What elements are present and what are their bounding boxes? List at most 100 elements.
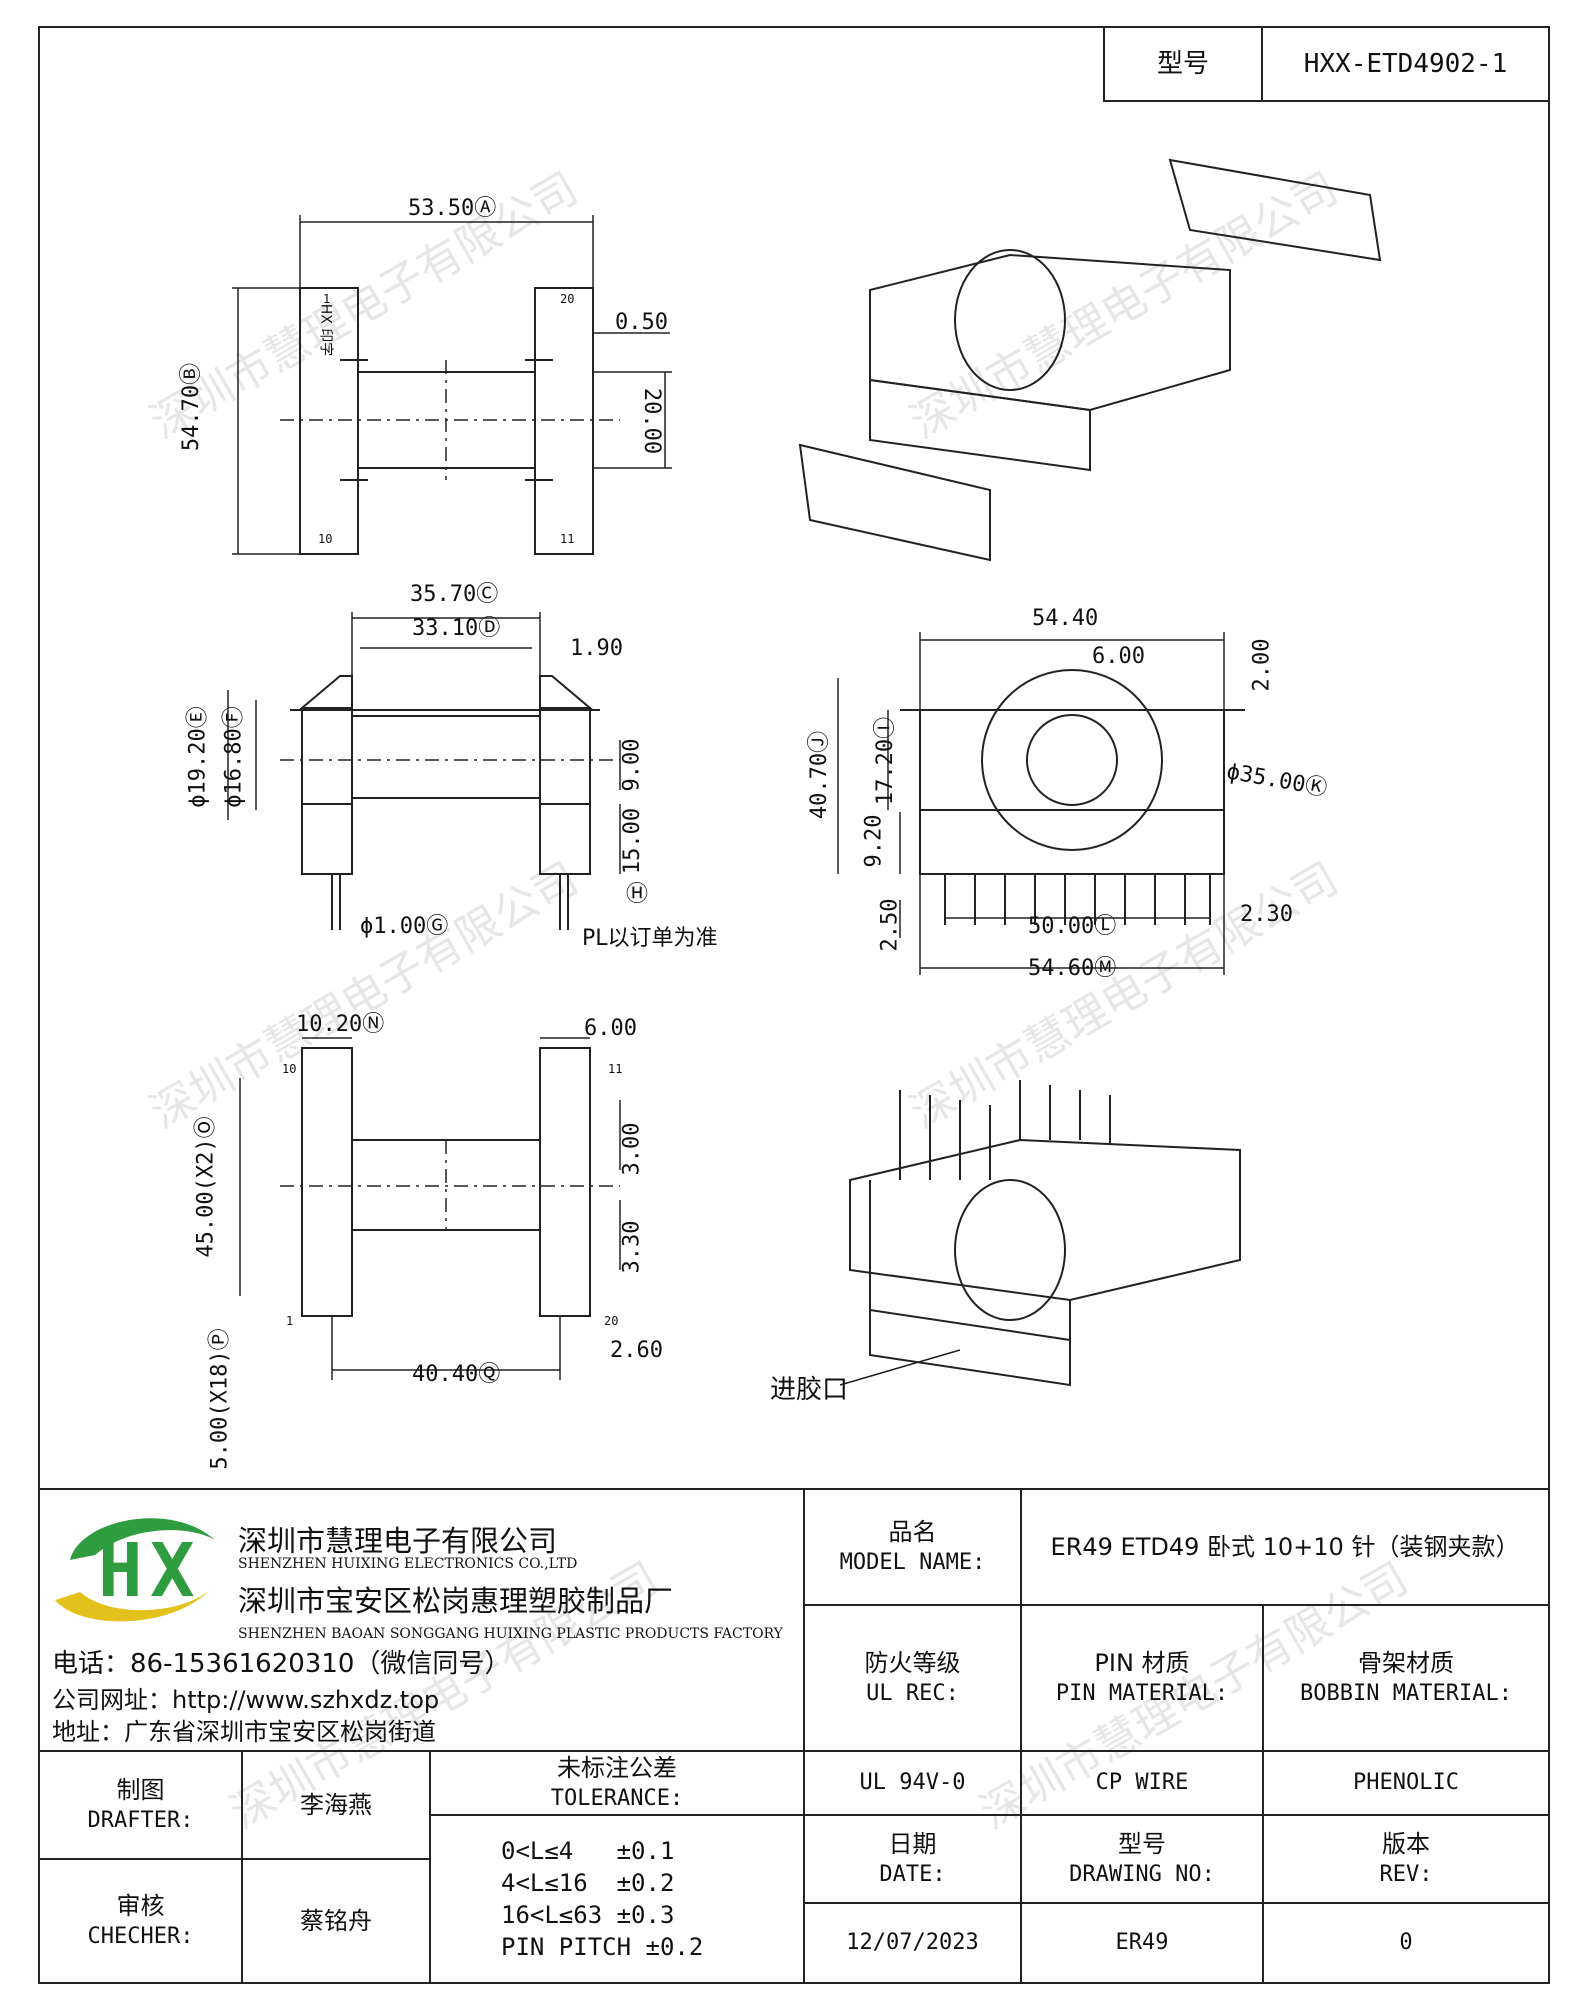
dim-n: 10.20Ⓝ bbox=[296, 1012, 385, 1037]
dim-9-20: 9.20 bbox=[861, 814, 887, 868]
dim-0-50: 0.50 bbox=[615, 310, 668, 335]
hx-logo-icon: H X bbox=[55, 1518, 215, 1622]
drafter-name-cell: 李海燕 bbox=[241, 1750, 431, 1860]
svg-text:X: X bbox=[150, 1528, 195, 1614]
tolerance-label-cell: 未标注公差 TOLERANCE: bbox=[429, 1750, 805, 1816]
dim-3-30: 3.30 bbox=[619, 1220, 645, 1274]
bobbin-material-value-cell: PHENOLIC bbox=[1262, 1750, 1550, 1816]
dim-6-00: 6.00 bbox=[1092, 644, 1145, 669]
factory-name-cn: 深圳市宝安区松岗惠理塑胶制品厂 bbox=[238, 1584, 674, 1618]
date-value-cell: 12/07/2023 bbox=[803, 1902, 1022, 1984]
company-website: 公司网址：http://www.szhxdz.top bbox=[52, 1686, 440, 1714]
rev-label-cell: 版本 REV: bbox=[1262, 1814, 1550, 1904]
dim-j: 40.70Ⓙ bbox=[807, 730, 833, 820]
company-logo: H X bbox=[50, 1500, 225, 1630]
dim-l: 50.00Ⓛ bbox=[1028, 914, 1117, 939]
tolerance-en: TOLERANCE: bbox=[550, 1786, 684, 1811]
dim-q: 40.40Ⓠ bbox=[412, 1362, 501, 1387]
company-name-en: SHENZHEN HUIXING ELECTRONICS CO.,LTD bbox=[238, 1556, 578, 1572]
dim-2-30: 2.30 bbox=[1240, 902, 1293, 927]
company-address: 地址：广东省深圳市宝安区松岗街道 bbox=[52, 1718, 436, 1746]
drawing-no-value-cell: ER49 bbox=[1020, 1902, 1264, 1984]
rev-value: 0 bbox=[1399, 1930, 1413, 1955]
bobbin-material-value: PHENOLIC bbox=[1353, 1770, 1459, 1795]
model-name-cn: 品名 bbox=[888, 1518, 937, 1546]
ul-value: UL 94V-0 bbox=[859, 1770, 966, 1795]
ul-cn: 防火等级 bbox=[864, 1649, 961, 1677]
dim-c: 35.70Ⓒ bbox=[410, 582, 499, 607]
drawing-no-en: DRAWING NO: bbox=[1069, 1862, 1215, 1887]
dim-1-90: 1.90 bbox=[570, 636, 623, 661]
svg-text:H: H bbox=[98, 1528, 143, 1614]
dim-h: Ⓗ bbox=[626, 882, 649, 907]
dim-m: 54.60Ⓜ bbox=[1028, 956, 1117, 981]
checker-name: 蔡铭舟 bbox=[300, 1907, 372, 1935]
drafter-cn: 制图 bbox=[116, 1776, 165, 1804]
pin-label-11: 11 bbox=[560, 532, 575, 546]
company-name-cn: 深圳市慧理电子有限公司 bbox=[238, 1524, 558, 1558]
pin-label-20: 20 bbox=[560, 292, 575, 306]
date-cn: 日期 bbox=[888, 1830, 937, 1858]
pin-material-value: CP WIRE bbox=[1095, 1770, 1189, 1795]
dim-e: ϕ19.20Ⓔ bbox=[185, 706, 211, 808]
checker-label-cell: 审核 CHECHER: bbox=[38, 1858, 243, 1984]
pin-label-1: 1 bbox=[323, 292, 331, 306]
rev-en: REV: bbox=[1379, 1862, 1433, 1887]
pin-label-10: 10 bbox=[318, 532, 333, 546]
company-phone: 电话：86-15361620310（微信同号） bbox=[52, 1649, 511, 1679]
model-name-label-cell: 品名 MODEL NAME: bbox=[803, 1488, 1022, 1606]
bobbin-material-label-cell: 骨架材质 BOBBIN MATERIAL: bbox=[1262, 1604, 1550, 1752]
side-pins bbox=[944, 874, 1211, 925]
technical-drawing bbox=[227, 158, 1382, 1387]
drawing-no-cn: 型号 bbox=[1118, 1830, 1166, 1858]
dim-p: 5.00(X18)Ⓟ bbox=[207, 1328, 233, 1470]
header-model-value-cell: HXX-ETD4902-1 bbox=[1261, 26, 1550, 102]
rev-cn: 版本 bbox=[1382, 1830, 1430, 1858]
checker-name-cell: 蔡铭舟 bbox=[241, 1858, 431, 1984]
dim-a: 53.50Ⓐ bbox=[408, 196, 497, 221]
injection-gate-note: 进胶口 bbox=[770, 1375, 849, 1405]
checker-cn: 审核 bbox=[116, 1892, 165, 1920]
dim-b: 54.70Ⓑ bbox=[179, 362, 205, 452]
top-view bbox=[232, 215, 672, 555]
dim-9-00: 9.00 bbox=[619, 738, 645, 792]
date-label-cell: 日期 DATE: bbox=[803, 1814, 1022, 1904]
rev-value-cell: 0 bbox=[1262, 1902, 1550, 1984]
pin-label-11b: 11 bbox=[608, 1062, 623, 1076]
header-model-value: HXX-ETD4902-1 bbox=[1303, 49, 1508, 79]
tolerance-line: 0<L≤4 ±0.1 bbox=[501, 1837, 675, 1865]
dim-2-50: 2.50 bbox=[877, 898, 903, 952]
iso-view-top bbox=[798, 158, 1382, 562]
ul-value-cell: UL 94V-0 bbox=[803, 1750, 1022, 1816]
tolerance-line: 16<L≤63 ±0.3 bbox=[501, 1901, 675, 1929]
ul-label-cell: 防火等级 UL REC: bbox=[803, 1604, 1022, 1752]
dim-2-60: 2.60 bbox=[610, 1338, 663, 1363]
header-model-label: 型号 bbox=[1156, 49, 1209, 79]
dim-2-00: 2.00 bbox=[1249, 638, 1275, 692]
model-name-value: ER49 ETD49 卧式 10+10 针（装钢夹款） bbox=[1050, 1533, 1520, 1561]
iso-view-bottom bbox=[839, 1080, 1241, 1387]
tolerance-values-cell: 0<L≤4 ±0.1 4<L≤16 ±0.2 16<L≤63 ±0.3 PIN … bbox=[429, 1814, 805, 1984]
bobbin-material-en: BOBBIN MATERIAL: bbox=[1300, 1681, 1512, 1706]
bottom-view bbox=[239, 1037, 621, 1380]
bobbin-mark: HX 印字 bbox=[317, 303, 334, 357]
pin-material-cn: PIN 材质 bbox=[1094, 1649, 1190, 1677]
side-view bbox=[837, 632, 1245, 975]
pin-label-20b: 20 bbox=[604, 1314, 619, 1328]
dim-3-00: 3.00 bbox=[619, 1122, 645, 1176]
model-name-en: MODEL NAME: bbox=[839, 1550, 986, 1575]
dim-o: 45.00(X2)Ⓞ bbox=[193, 1116, 219, 1258]
tolerance-line: PIN PITCH ±0.2 bbox=[501, 1933, 704, 1961]
pin-label-10b: 10 bbox=[282, 1062, 297, 1076]
pin-label-1b: 1 bbox=[286, 1314, 294, 1328]
dim-d: 33.10Ⓓ bbox=[412, 616, 501, 641]
dim-15-00: 15.00 bbox=[620, 807, 646, 875]
tolerance-cn: 未标注公差 bbox=[557, 1754, 677, 1782]
title-block-border bbox=[38, 1488, 1550, 1490]
dim-54-40: 54.40 bbox=[1032, 606, 1099, 631]
pin-material-value-cell: CP WIRE bbox=[1020, 1750, 1264, 1816]
front-view bbox=[227, 612, 621, 930]
drafter-en: DRAFTER: bbox=[87, 1808, 194, 1833]
pin-material-en: PIN MATERIAL: bbox=[1055, 1681, 1229, 1706]
dim-6-00b: 6.00 bbox=[584, 1016, 637, 1041]
